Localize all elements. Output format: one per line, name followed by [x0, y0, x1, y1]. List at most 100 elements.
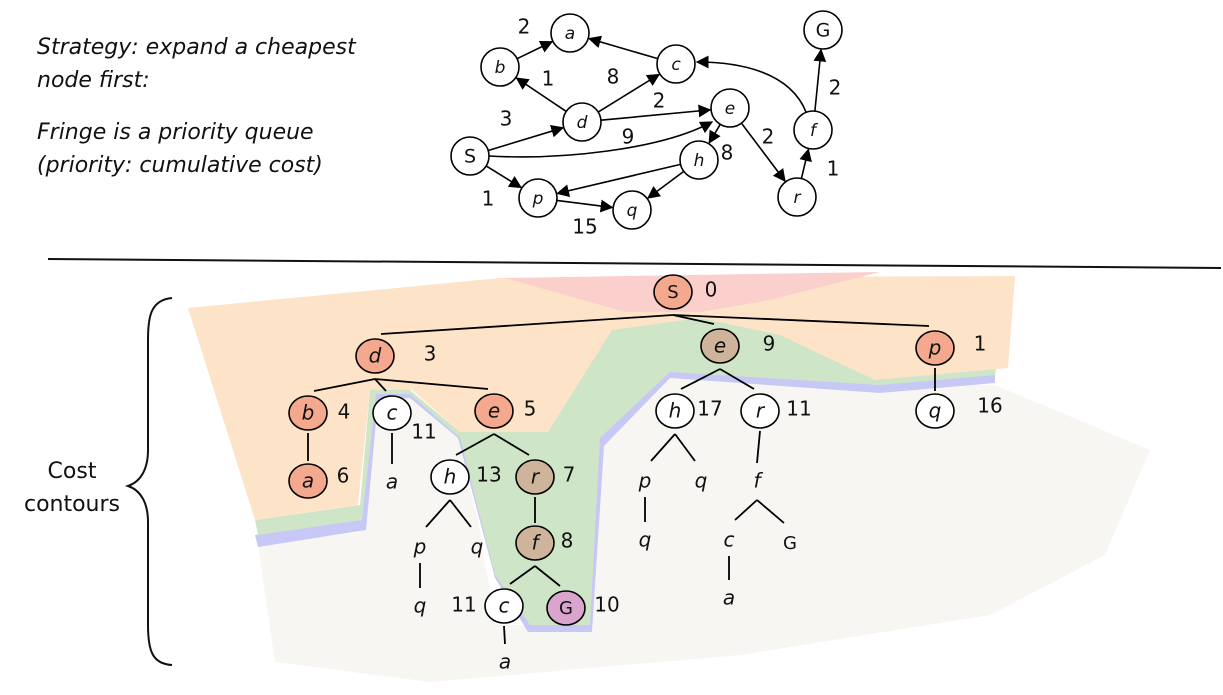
tree-node-circle [515, 459, 555, 495]
tree-node-label: f [753, 469, 763, 493]
tree-node-circle [474, 393, 514, 429]
graph-node-label: r [794, 188, 802, 208]
cost-contours [188, 272, 1150, 682]
graph-edge-cost-S-p: 1 [482, 187, 495, 211]
cost-contours-brace [124, 297, 173, 666]
cost-contours-label: Cost contours [23, 459, 121, 517]
graph-edge-S-d [487, 125, 565, 152]
tree-edge-h1-p2 [425, 499, 451, 528]
tree-node-label: h [669, 399, 682, 423]
tree-node-cost: 0 [705, 278, 718, 302]
tree-node-c3: c [724, 528, 735, 552]
tree-node-circle [484, 588, 524, 624]
tree-node-a3: a [499, 650, 511, 674]
graph-edge-e-h [708, 123, 721, 144]
tree-node-c2: c11 [451, 588, 524, 624]
graph-node-circle [562, 102, 602, 142]
graph-node-circle [656, 44, 696, 84]
tree-node-circle [700, 328, 740, 364]
tree-node-p2: p [413, 535, 427, 559]
tree-edge-h2-q4 [674, 433, 696, 462]
graph-edge-f-G [813, 48, 827, 112]
graph-edge-S-p [485, 165, 523, 189]
tree-node-circle [288, 395, 328, 431]
tree-node-a2: a [386, 470, 398, 494]
tree-edge-S-p1 [672, 314, 930, 327]
tree-edge-c2-a3 [503, 625, 506, 645]
tree-node-label: e [488, 399, 500, 423]
tree-edge-e2-r1 [493, 433, 530, 456]
tree-node-label: a [723, 586, 735, 610]
tree-edge-e1-h2 [680, 368, 721, 390]
tree-node-circle [546, 590, 586, 626]
cost-contour-band [258, 378, 1150, 682]
graph-node-label: S [464, 146, 476, 168]
tree-node-label: p [928, 336, 942, 360]
tree-node-label: G [559, 598, 573, 619]
tree-node-cost: 4 [338, 400, 351, 424]
graph-edge-cost-f-G: 2 [829, 76, 842, 100]
graph-edge-S-e [488, 121, 714, 158]
graph-edge-cost-e-r: 2 [762, 125, 775, 149]
tree-node-label: p [413, 535, 427, 559]
graph-edge-e-r [740, 122, 786, 183]
tree-node-circle [740, 393, 780, 429]
tree-node-label: f [531, 531, 541, 555]
graph-node-label: G [816, 20, 831, 42]
graph-node-label: e [725, 99, 735, 119]
tree-node-label: a [302, 469, 314, 493]
graph-node-circle [710, 88, 750, 128]
tree-node-cost: 3 [424, 342, 437, 366]
graph-node-q: q [612, 190, 652, 230]
tree-node-cost: 11 [451, 593, 476, 617]
tree-edge-h1-q2 [449, 499, 472, 528]
tree-node-cost: 1 [974, 332, 987, 356]
graph-node-label: q [627, 201, 638, 221]
cost-contour-band [255, 310, 997, 625]
tree-node-cost: 13 [476, 463, 501, 487]
tree-node-circle [288, 463, 328, 499]
graph-edge-cost-S-e: 9 [622, 125, 635, 149]
graph-node-circle [518, 178, 558, 218]
tree-node-label: q [414, 594, 427, 618]
tree-edge-f2-G2 [756, 499, 785, 524]
graph-edge-cost-b-a: 2 [518, 15, 531, 39]
tree-edge-S-e1 [672, 314, 715, 325]
graph-edge-c-a [587, 35, 658, 60]
graph-node-G: G [803, 10, 843, 50]
graph-edge-cost-d-c: 8 [607, 65, 620, 89]
tree-node-p3: p [638, 469, 652, 493]
graph-node-circle [550, 13, 590, 53]
graph-edge-cost-d-b: 1 [542, 67, 555, 91]
tree-edge-d-b [313, 378, 376, 392]
graph-node-d: d [562, 102, 602, 142]
tree-node-cost: 11 [411, 420, 436, 444]
tree-node-cost: 6 [337, 464, 350, 488]
graph-node-circle [777, 177, 817, 217]
tree-node-a4: a [723, 586, 735, 610]
tree-node-cost: 9 [763, 332, 776, 356]
graph-edge-cost-p-q: 15 [572, 215, 597, 239]
graph-node-circle [612, 190, 652, 230]
graph-node-label: b [495, 58, 506, 78]
graph-edge-cost-r-f: 1 [827, 157, 840, 181]
tree-edge-e2-h1 [455, 433, 495, 456]
graph-node-label: p [532, 189, 544, 209]
graph-node-label: c [671, 55, 681, 75]
tree-node-label: G [783, 533, 797, 554]
section-divider [47, 258, 1222, 269]
tree-node-G2: G [783, 533, 797, 554]
tree-node-label: a [386, 470, 398, 494]
tree-node-cost: 8 [561, 529, 574, 553]
strategy-caption: Strategy: expand a cheapest node first: [37, 35, 356, 93]
tree-node-cost: 17 [697, 397, 722, 421]
tree-node-cost: 5 [524, 397, 537, 421]
tree-node-label: p [638, 469, 652, 493]
tree-edge-f1-c2 [509, 565, 536, 585]
